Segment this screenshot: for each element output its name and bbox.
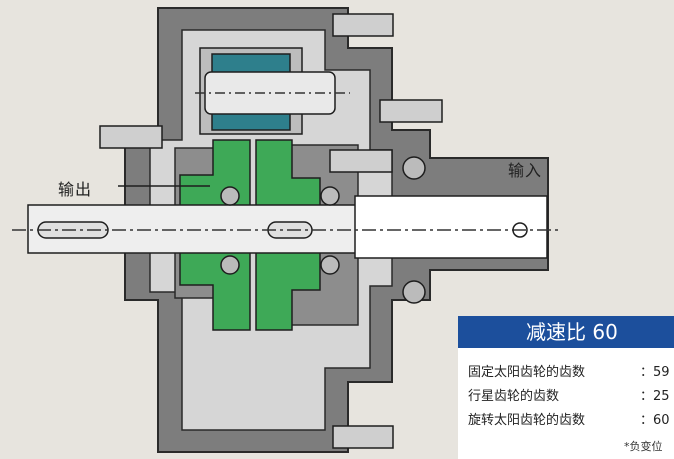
input-label: 输入 [508, 161, 543, 180]
footnote: *负变位 [624, 440, 663, 453]
row-value: ：59 [640, 365, 670, 380]
fixed-sun-gear-teeth-row: 固定太阳齿轮的齿数 ：59 [468, 361, 670, 380]
row-label: 旋转太阳齿轮的齿数 [468, 413, 586, 428]
planet-gear-teeth-row: 行星齿轮的齿数 ：25 [468, 385, 670, 404]
planet-gear-assembly [195, 47, 350, 135]
reduction-ratio-title: 减速比 60 [458, 316, 674, 348]
main-shaft [12, 195, 560, 259]
row-label: 行星齿轮的齿数 [468, 389, 560, 404]
output-label: 输出 [58, 180, 93, 199]
row-value: ：25 [640, 389, 670, 404]
bearings [220, 156, 426, 304]
reduction-ratio-panel: 减速比 60 固定太阳齿轮的齿数 ：59 行星齿轮的齿数 ：25 旋转太阳齿轮的… [458, 316, 674, 459]
bolts [99, 13, 443, 449]
rotating-sun-gear-teeth-row: 旋转太阳齿轮的齿数 ：60 * [468, 409, 674, 428]
row-value: ：60 * [640, 413, 674, 428]
row-label: 固定太阳齿轮的齿数 [468, 365, 586, 380]
